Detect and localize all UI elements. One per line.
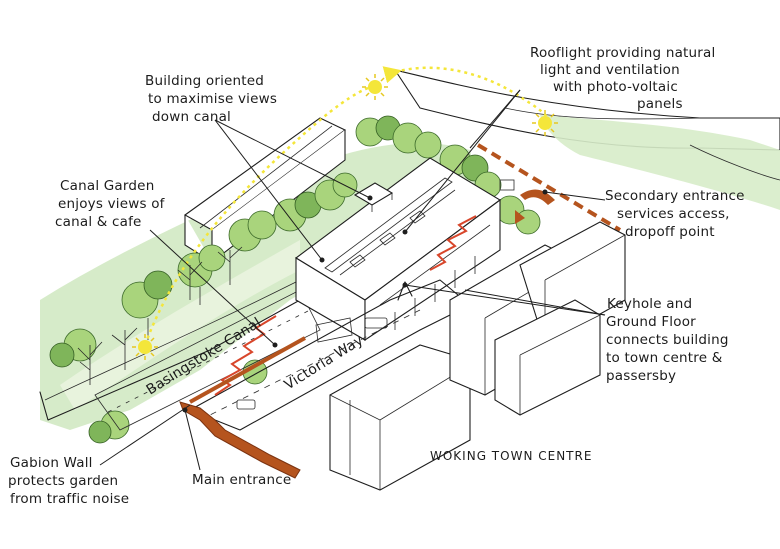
tree-icon — [49, 328, 97, 368]
label-line: passersby — [606, 368, 676, 384]
tree-icon — [121, 270, 173, 340]
label-line: from traffic noise — [10, 491, 129, 507]
label-orientation: Building oriented to maximise views down… — [145, 73, 277, 125]
label-line: Ground Floor — [606, 314, 696, 330]
basingstoke-canal — [94, 289, 321, 431]
label-line: Canal Garden — [60, 178, 154, 194]
sun-icon — [132, 334, 158, 360]
label-line: Building oriented — [145, 73, 264, 89]
label-line: down canal — [152, 109, 231, 125]
car-icon — [236, 399, 256, 410]
label-line: light and ventilation — [540, 62, 680, 78]
main-building — [295, 157, 501, 343]
label-canal-garden: Canal Garden enjoys views of canal & caf… — [55, 178, 166, 230]
label-line: services access, — [617, 206, 730, 222]
car-icon — [364, 317, 388, 329]
label-gabion: Gabion Wall protects garden from traffic… — [8, 455, 129, 507]
label-line: protects garden — [8, 473, 118, 489]
sun-icon — [362, 74, 388, 100]
town-centre-blocks — [329, 221, 626, 491]
label-line: with photo-voltaic — [553, 79, 678, 95]
town-centre-label: WOKING TOWN CENTRE — [430, 449, 592, 463]
main-entrance-label: Main entrance — [192, 472, 291, 488]
label-line: connects building — [606, 332, 729, 348]
bare-tree-icon — [77, 246, 243, 385]
label-secondary-entrance: Secondary entrance services access, drop… — [605, 188, 745, 240]
top-right-green — [540, 115, 780, 210]
sun-icon — [532, 110, 558, 136]
north-road — [394, 69, 780, 151]
tree-icon — [88, 410, 130, 444]
label-line: to maximise views — [148, 91, 277, 107]
leader-lines — [99, 89, 606, 471]
label-line: panels — [637, 96, 683, 112]
main-entrance-path — [179, 336, 306, 479]
label-line: to town centre & — [606, 350, 723, 366]
tree-icon — [392, 122, 442, 159]
label-keyhole: Keyhole and Ground Floor connects buildi… — [606, 296, 729, 384]
kiosk-building — [353, 182, 394, 212]
label-line: canal & cafe — [55, 214, 142, 230]
label-line: Rooflight providing natural — [530, 45, 715, 61]
label-line: dropoff point — [625, 224, 715, 240]
label-rooflight: Rooflight providing natural light and ve… — [530, 45, 715, 112]
label-line: Gabion Wall — [10, 455, 93, 471]
label-line: Keyhole and — [607, 296, 692, 312]
tree-icon — [228, 210, 277, 252]
label-line: enjoys views of — [58, 196, 166, 212]
label-line: Secondary entrance — [605, 188, 745, 204]
